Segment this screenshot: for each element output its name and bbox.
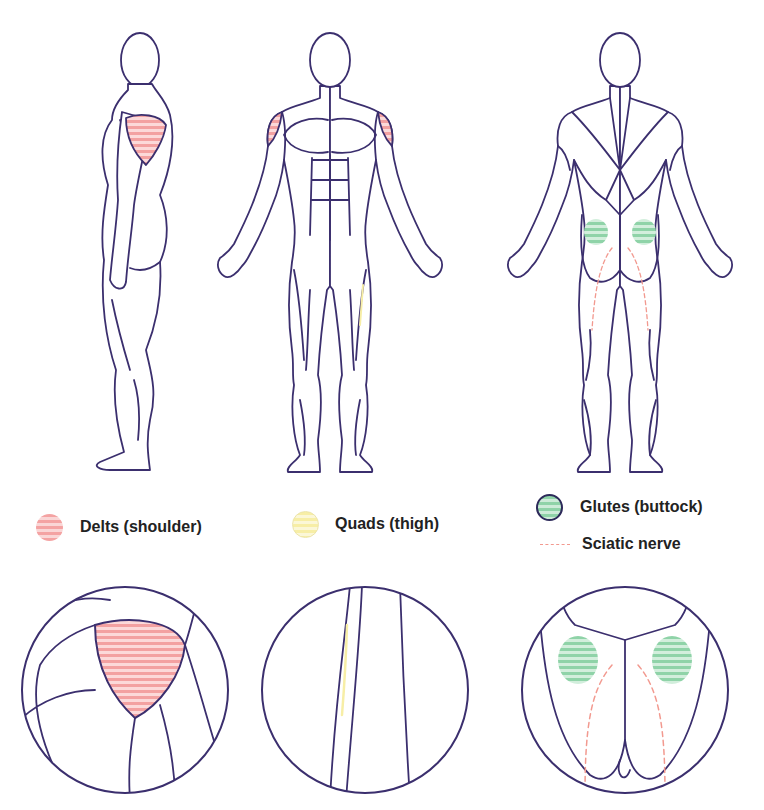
legend-swatch bbox=[36, 514, 63, 541]
legend-entry: Sciatic nerve bbox=[540, 530, 681, 558]
legend-entry: Glutes (buttock) bbox=[536, 493, 703, 521]
legend-entry: Quads (thigh) bbox=[292, 510, 439, 538]
legend-text: Sciatic nerve bbox=[582, 535, 681, 553]
legend-entry: Delts (shoulder) bbox=[36, 513, 202, 541]
legend-text: Delts (shoulder) bbox=[80, 518, 202, 536]
legend-text: Glutes (buttock) bbox=[580, 498, 703, 516]
legend-text: Quads (thigh) bbox=[335, 515, 439, 533]
line-sample bbox=[540, 544, 570, 545]
legend-swatch bbox=[292, 511, 319, 538]
legend-swatch bbox=[536, 494, 563, 521]
